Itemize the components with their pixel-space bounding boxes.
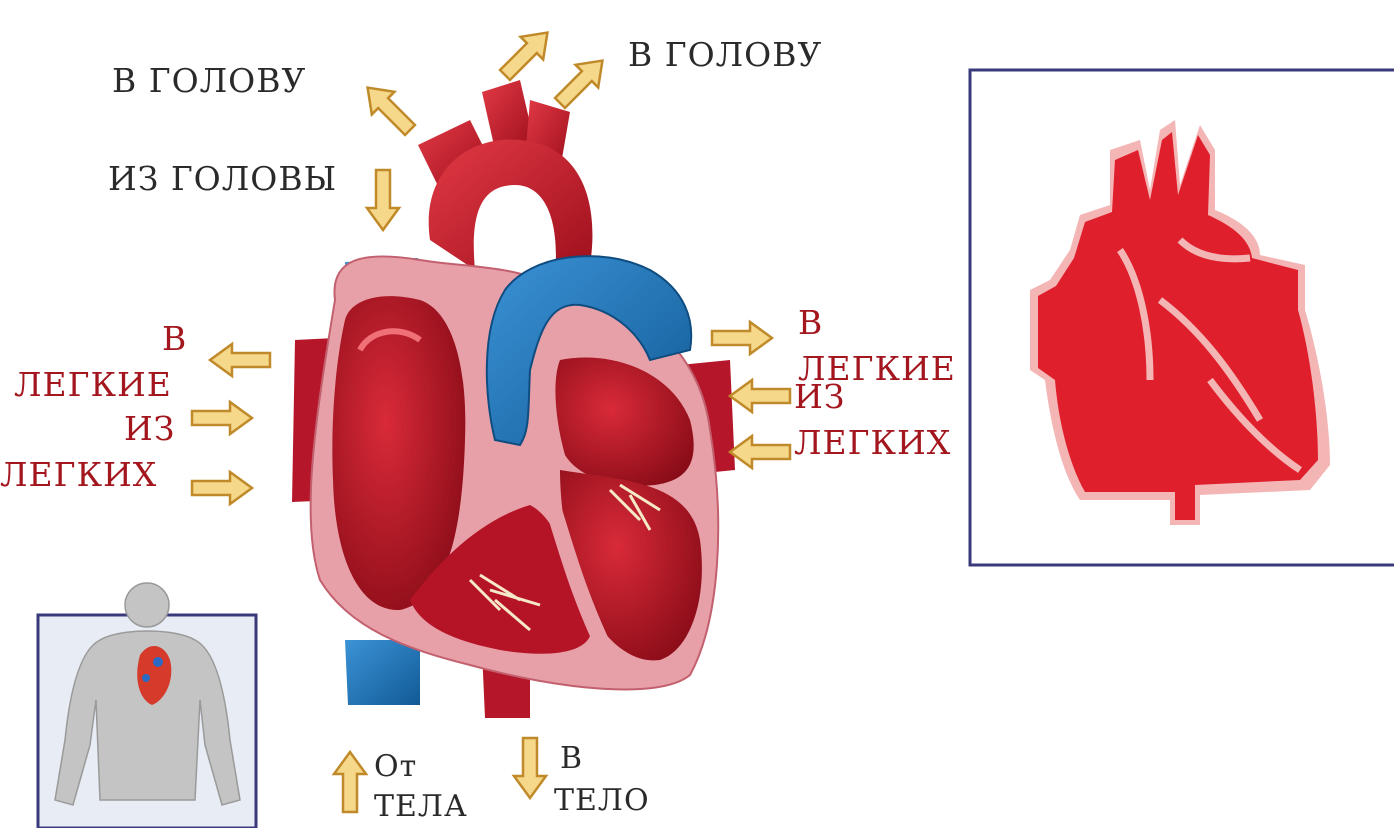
label-right-from-lungs-1: ИЗ [794,380,845,413]
label-from-body-1: От [374,752,417,782]
arrow-from-body [334,752,366,812]
label-left-from-lungs-2: ЛЕГКИХ [0,458,180,491]
arrow-to-body [514,738,546,798]
arrow-from-head [367,170,399,230]
arrow-right-from-lungs-2 [730,436,790,468]
label-left-to-lungs-2: ЛЕГКИЕ [14,368,172,401]
label-left-from-lungs-1: ИЗ [124,412,175,445]
label-right-to-lungs-1: В [798,306,823,339]
label-right-from-lungs-2: ЛЕГКИХ [794,426,951,459]
label-to-head-right: В ГОЛОВУ [628,38,822,71]
arrow-to-head-right [549,49,614,114]
heart-illustration [292,80,735,718]
arrow-right-from-lungs-1 [730,380,790,412]
arrow-left-from-lungs-1 [192,402,252,434]
inferior-vena-cava [345,640,420,705]
label-left-to-lungs-1: В [162,322,187,355]
label-from-body-2: ТЕЛА [374,792,468,822]
label-to-head-left: В ГОЛОВУ [112,64,306,97]
label-from-head: ИЗ ГОЛОВЫ [108,162,337,195]
arrow-left-from-lungs-2 [192,472,252,504]
arrow-right-to-lungs [712,322,772,354]
arrow-to-head-center [494,21,559,86]
arrow-to-head-left [356,76,421,141]
label-to-body-2: ТЕЛО [554,786,650,816]
label-to-body-1: В [560,744,583,774]
arrow-left-to-lungs [210,344,270,376]
